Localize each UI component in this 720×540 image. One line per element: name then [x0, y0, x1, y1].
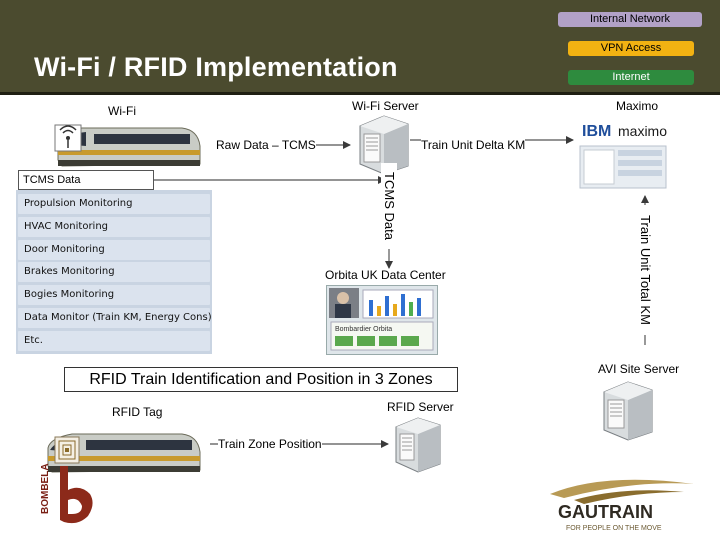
tcms-item-door: Door Monitoring — [18, 240, 210, 260]
tcms-item-hvac: HVAC Monitoring — [18, 217, 210, 237]
bombela-text: BOMBELA — [40, 463, 51, 514]
raw-data-label: Raw Data – TCMS — [216, 138, 316, 152]
orbita-logo-text: Bombardier Orbita — [335, 326, 392, 333]
maximo-label: Maximo — [616, 99, 659, 113]
maximo-text: maximo — [618, 123, 667, 139]
tcms-item-etc: Etc. — [18, 331, 210, 351]
tcms-item-bogies: Bogies Monitoring — [18, 285, 210, 305]
wifi-antenna-icon — [54, 124, 82, 152]
rfid-server-icon — [395, 417, 441, 473]
rfid-tag-icon — [54, 436, 80, 464]
gautrain-text: GAUTRAIN — [558, 502, 653, 522]
avi-server-icon — [603, 381, 653, 441]
ibm-text: IBM — [582, 123, 611, 140]
avi-site-server-label: AVI Site Server — [598, 362, 680, 376]
header-divider — [0, 92, 720, 95]
server-icon — [359, 115, 409, 175]
wifi-label: Wi-Fi — [108, 104, 136, 118]
train-unit-total-label: Train Unit Total KM — [637, 205, 653, 335]
legend-vpn-access: VPN Access — [568, 41, 694, 56]
rfid-title: RFID Train Identification and Position i… — [64, 367, 458, 392]
bombela-logo: BOMBELA — [40, 463, 93, 524]
maximo-logo: IBM maximo — [578, 118, 668, 189]
gautrain-logo: GAUTRAIN FOR PEOPLE ON THE MOVE — [550, 479, 694, 532]
tcms-item-propulsion: Propulsion Monitoring — [18, 194, 210, 214]
rfid-tag-label: RFID Tag — [112, 405, 163, 419]
rfid-server-label: RFID Server — [387, 400, 454, 414]
train-unit-delta-label: Train Unit Delta KM — [421, 138, 526, 152]
legend-internal-network: Internal Network — [558, 12, 702, 27]
tcms-data-vertical-label: TCMS Data — [381, 163, 397, 249]
tcms-item-data-monitor: Data Monitor (Train KM, Energy Cons) — [18, 308, 212, 328]
orbita-screenshot: Bombardier Orbita — [326, 285, 438, 355]
wifi-server-label: Wi-Fi Server — [352, 99, 419, 113]
orbita-dashboard-image: Bombardier Orbita — [329, 288, 434, 351]
legend-internet: Internet — [568, 70, 694, 85]
train-zone-position-label: Train Zone Position — [218, 437, 322, 451]
tcms-item-brakes: Brakes Monitoring — [18, 262, 210, 282]
orbita-label: Orbita UK Data Center — [325, 268, 446, 282]
gautrain-tagline: FOR PEOPLE ON THE MOVE — [566, 525, 662, 532]
maximo-card: IBM maximo — [578, 118, 668, 190]
page-title: Wi-Fi / RFID Implementation — [34, 52, 398, 82]
tcms-header: TCMS Data — [18, 170, 154, 190]
